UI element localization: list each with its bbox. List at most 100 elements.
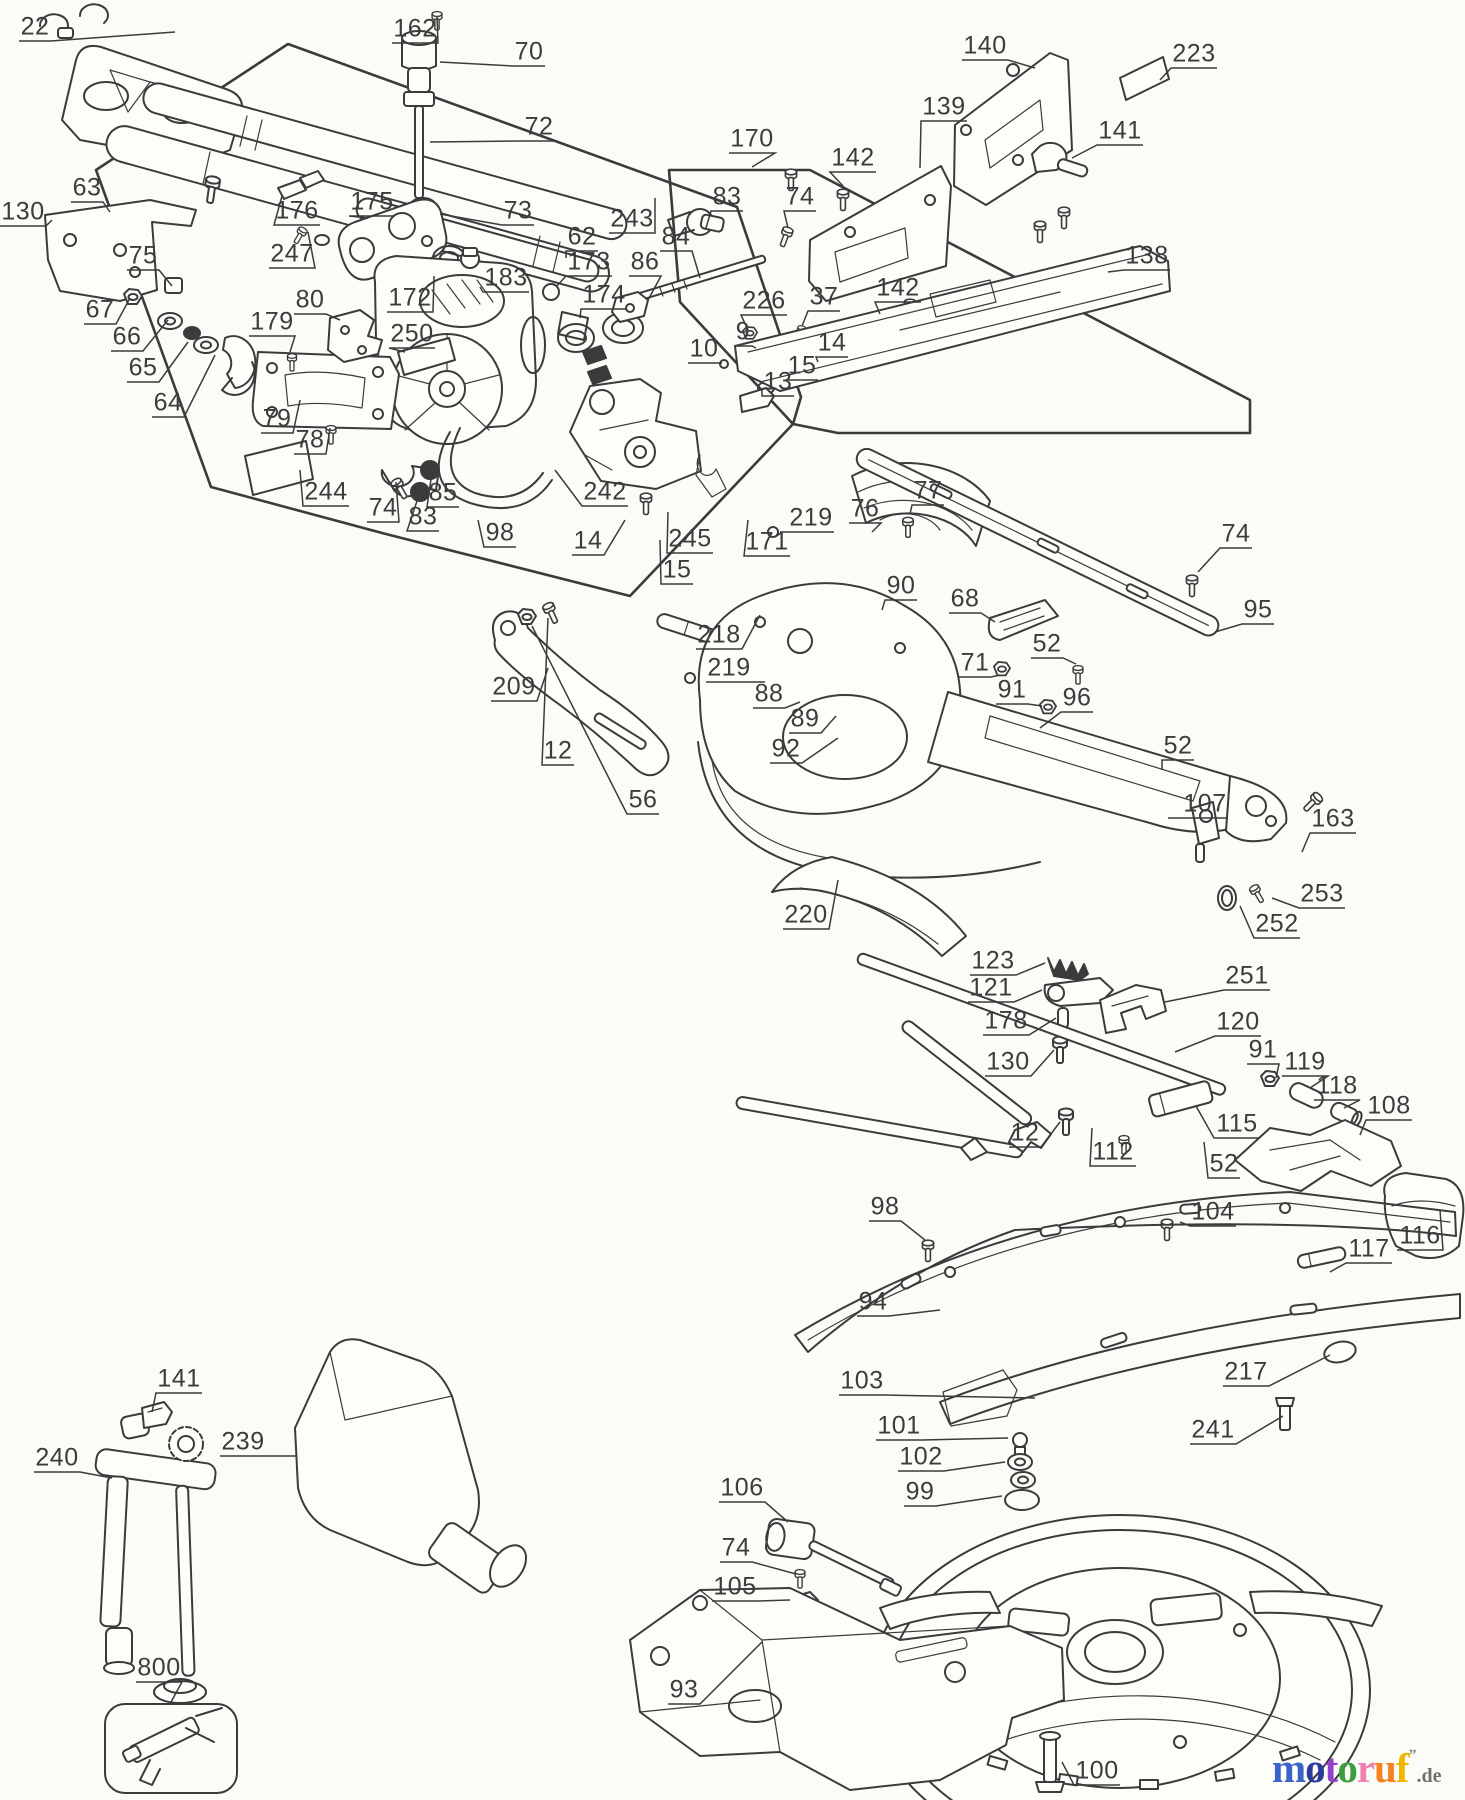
part-number-label: 179 xyxy=(250,307,294,336)
part-number-label: 52 xyxy=(1163,731,1193,760)
part-number-label: 103 xyxy=(840,1366,884,1395)
part-number-label: 101 xyxy=(877,1411,921,1440)
part-number-label: 37 xyxy=(809,282,839,311)
part-number-label: 183 xyxy=(484,263,528,292)
part-number-label: 91 xyxy=(997,675,1027,704)
part-number-label: 252 xyxy=(1255,909,1299,938)
part-number-label: 100 xyxy=(1075,1756,1119,1785)
part-number-label: 108 xyxy=(1367,1091,1411,1120)
part-number-label: 78 xyxy=(295,425,325,454)
part-number-label: 89 xyxy=(790,704,820,733)
part-number-label: 79 xyxy=(262,404,292,433)
part-number-label: 12 xyxy=(543,736,573,765)
part-number-label: 226 xyxy=(742,286,786,315)
part-number-label: 88 xyxy=(754,679,784,708)
part-number-label: 240 xyxy=(35,1443,79,1472)
part-number-label: 241 xyxy=(1191,1415,1235,1444)
part-number-label: 65 xyxy=(128,353,158,382)
part-number-label: 74 xyxy=(721,1533,751,1562)
part-number-label: 83 xyxy=(408,502,438,531)
part-number-label: 130 xyxy=(986,1047,1030,1076)
logo-letter: m xyxy=(1272,1745,1306,1791)
part-number-label: 74 xyxy=(368,493,398,522)
part-number-label: 223 xyxy=(1172,39,1216,68)
part-number-label: 72 xyxy=(524,112,554,141)
part-number-label: 139 xyxy=(922,92,966,121)
part-number-label: 64 xyxy=(153,388,183,417)
logo-letter: u xyxy=(1374,1745,1397,1791)
part-number-label: 116 xyxy=(1399,1221,1441,1250)
part-number-label: 162 xyxy=(393,14,437,43)
motoruf-logo[interactable]: motoruf”.de xyxy=(1272,1748,1441,1789)
part-number-label: 15 xyxy=(787,351,817,380)
part-number-label: 96 xyxy=(1062,683,1092,712)
part-number-label: 76 xyxy=(850,494,880,523)
part-number-label: 250 xyxy=(390,319,434,348)
part-number-label: 217 xyxy=(1224,1357,1268,1386)
part-number-label: 171 xyxy=(745,527,789,556)
logo-letter: o xyxy=(1305,1745,1325,1791)
part-number-label: 220 xyxy=(784,900,828,929)
motoruf-logo-word: motoruf xyxy=(1272,1745,1409,1791)
part-number-label: 115 xyxy=(1216,1109,1258,1138)
part-number-label: 172 xyxy=(388,283,432,312)
part-number-label: 68 xyxy=(950,584,980,613)
part-number-label: 12 xyxy=(1010,1118,1040,1147)
part-number-label: 163 xyxy=(1311,804,1355,833)
part-number-label: 77 xyxy=(913,476,943,505)
part-number-label: 173 xyxy=(567,247,611,276)
part-number-label: 141 xyxy=(1098,116,1142,145)
part-number-label: 247 xyxy=(270,239,314,268)
part-number-label: 84 xyxy=(661,222,691,251)
logo-trademark: ” xyxy=(1408,1747,1417,1764)
part-number-label: 91 xyxy=(1248,1035,1278,1064)
part-number-label: 142 xyxy=(876,273,920,302)
part-number-label: 75 xyxy=(128,241,158,270)
part-number-label: 104 xyxy=(1191,1197,1235,1226)
part-number-label: 70 xyxy=(514,37,544,66)
part-number-label: 90 xyxy=(886,571,916,600)
part-number-label: 22 xyxy=(20,12,50,41)
part-number-label: 99 xyxy=(905,1477,935,1506)
part-number-label: 9 xyxy=(735,317,751,346)
part-number-label: 107 xyxy=(1183,789,1227,818)
part-number-label: 176 xyxy=(275,196,319,225)
part-number-label: 244 xyxy=(304,477,348,506)
part-number-label: 74 xyxy=(1221,519,1251,548)
part-number-label: 14 xyxy=(573,526,603,555)
part-number-label: 92 xyxy=(771,734,801,763)
logo-domain-suffix: .de xyxy=(1416,1765,1442,1787)
part-number-label: 14 xyxy=(817,328,847,357)
logo-letter: t xyxy=(1324,1745,1339,1791)
part-number-label: 112 xyxy=(1092,1137,1134,1166)
part-number-label: 253 xyxy=(1300,879,1344,908)
part-number-label: 13 xyxy=(763,367,793,396)
part-number-label: 219 xyxy=(789,503,833,532)
part-number-label: 102 xyxy=(899,1442,943,1471)
part-number-label: 117 xyxy=(1348,1234,1390,1263)
part-number-label: 170 xyxy=(730,124,774,153)
part-number-label: 800 xyxy=(137,1653,181,1682)
part-number-label: 243 xyxy=(610,204,654,233)
part-number-label: 85 xyxy=(428,478,458,507)
part-number-label: 105 xyxy=(713,1572,757,1601)
part-number-label: 80 xyxy=(295,285,325,314)
part-number-label: 174 xyxy=(582,280,626,309)
part-number-label: 245 xyxy=(668,524,712,553)
part-number-label: 138 xyxy=(1125,241,1169,270)
part-number-label: 123 xyxy=(971,946,1015,975)
part-number-label: 219 xyxy=(707,653,751,682)
part-number-label: 15 xyxy=(662,555,692,584)
part-number-label: 93 xyxy=(669,1675,699,1704)
part-number-label: 175 xyxy=(350,187,394,216)
part-number-label: 83 xyxy=(712,182,742,211)
part-number-label: 251 xyxy=(1225,961,1269,990)
part-number-label: 142 xyxy=(831,143,875,172)
part-number-label: 218 xyxy=(697,620,741,649)
part-number-label: 63 xyxy=(72,173,102,202)
part-number-label: 74 xyxy=(785,182,815,211)
part-number-label: 98 xyxy=(485,518,515,547)
part-number-label: 178 xyxy=(984,1006,1028,1035)
part-number-label: 67 xyxy=(85,295,115,324)
